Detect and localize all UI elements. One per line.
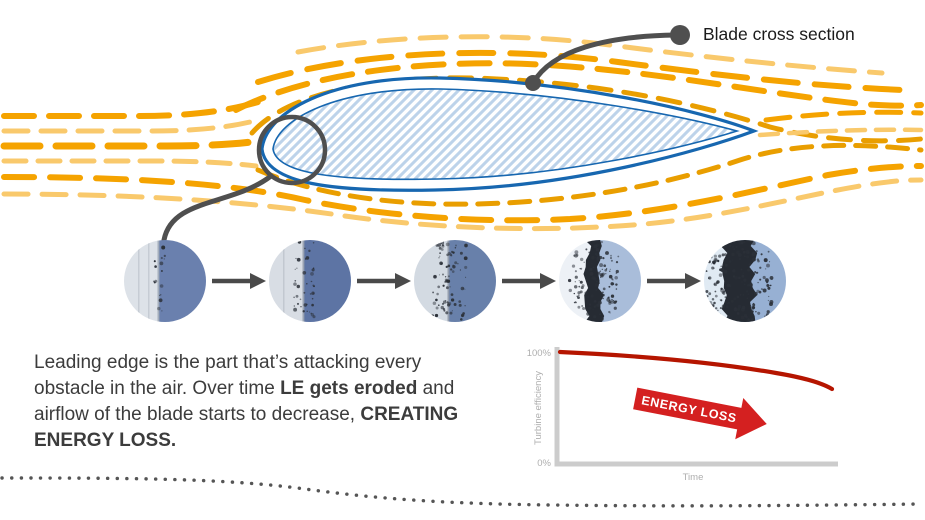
streamline <box>1 163 924 224</box>
arrow-right-icon <box>647 273 701 289</box>
erosion-sequence-arrows <box>212 273 701 289</box>
arrow-right-icon <box>502 273 556 289</box>
chart-axes <box>554 347 838 467</box>
leading-edge-highlight-circle <box>256 114 328 186</box>
erosion-photo-3 <box>414 240 496 322</box>
chart-y-min-label: 0% <box>537 458 551 469</box>
erosion-photo-4 <box>559 240 641 322</box>
callout-anchor-dot <box>525 75 541 91</box>
erosion-speckles <box>431 241 468 321</box>
arrow-right-icon <box>212 273 266 289</box>
description-segment-bold: CREATING ENERGY LOSS. <box>34 404 459 451</box>
erosion-speckles <box>705 240 774 322</box>
erosion-photo-1 <box>124 240 206 322</box>
callout-connector-line <box>530 32 679 86</box>
description-segment-bold: LE gets eroded <box>280 378 418 399</box>
streamline <box>1 117 261 134</box>
streamline <box>1 99 261 119</box>
callout-label: Blade cross section <box>703 24 855 44</box>
leading-edge-connector-line <box>161 173 274 243</box>
energy-loss-arrow: ENERGY LOSS <box>633 387 767 440</box>
efficiency-curve <box>557 349 835 392</box>
streamline <box>1 158 259 169</box>
chart-y-axis-title: Turbine efficiency <box>533 371 544 445</box>
erosion-photo-5 <box>704 240 786 322</box>
chart-y-max-label: 100% <box>527 348 552 359</box>
streamline <box>255 49 905 93</box>
streamline <box>0 137 263 150</box>
erosion-speckles <box>152 245 166 312</box>
description-segment: and airflow of the blade starts to decre… <box>34 378 455 425</box>
airfoil-hatched-interior <box>272 88 740 181</box>
streamline <box>233 60 924 113</box>
streamline <box>255 142 924 207</box>
erosion-photo-2 <box>269 240 351 322</box>
arrow-right-icon <box>357 273 411 289</box>
streamline <box>757 127 924 138</box>
streamline <box>295 34 885 76</box>
efficiency-chart: 100% 0% Turbine efficiency Time ENERGY L… <box>527 347 838 483</box>
description-segment: Leading edge is the part that’s attackin… <box>34 352 422 399</box>
erosion-speckles <box>567 240 620 322</box>
chart-x-axis-title: Time <box>683 472 704 483</box>
description-text: Leading edge is the part that’s attackin… <box>34 350 489 454</box>
streamline <box>763 109 924 123</box>
blade-cross-section <box>260 76 759 192</box>
callout-end-dot <box>670 25 690 45</box>
dotted-baseline <box>0 476 924 508</box>
